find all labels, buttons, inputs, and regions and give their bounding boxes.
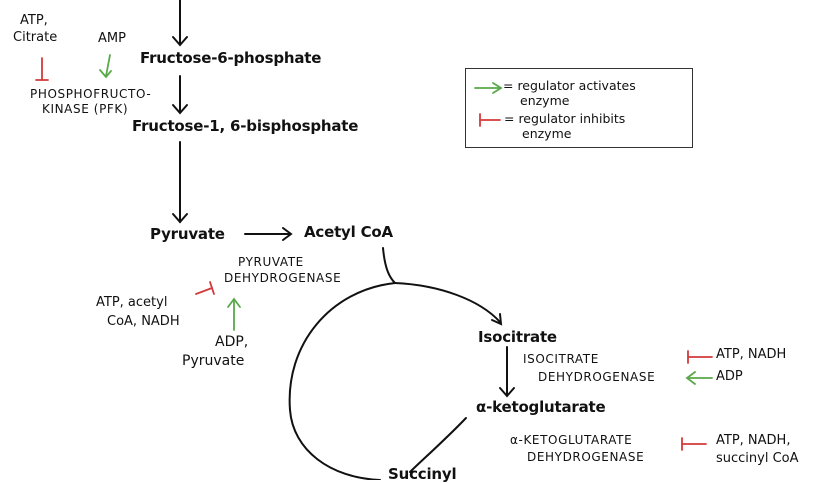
regulator-idh-inhibitors: ATP, NADH bbox=[716, 347, 787, 362]
enzyme-idh-line-1: ISOCITRATE bbox=[523, 352, 599, 366]
metabolite-acetyl-coa: Acetyl CoA bbox=[304, 223, 393, 241]
enzyme-pfk-line-2: KINASE (PFK) bbox=[42, 102, 129, 116]
pathway-arrowhead-f6p-f16bp bbox=[172, 104, 188, 115]
pathway-arrow-akg-succinyl bbox=[409, 417, 467, 473]
enzyme-pfk-line-1: PHOSPHOFRUCTO- bbox=[30, 87, 152, 101]
pathway-arrowhead-pyruvate-acetylcoa bbox=[282, 227, 293, 241]
atp-acetylcoa-nadh-inhibit-pdh-line bbox=[195, 287, 213, 295]
metabolite-isocitrate: Isocitrate bbox=[478, 328, 557, 346]
regulator-akgdh-inhibitor-line-1: ATP, NADH, bbox=[716, 433, 791, 448]
metabolite-succinyl: Succinyl bbox=[388, 465, 457, 483]
legend-activates-arrowhead bbox=[492, 82, 503, 94]
enzyme-pdh-line-1: PYRUVATE bbox=[238, 255, 304, 269]
regulator-pdh-inhibitor-line-1: ATP, acetyl bbox=[96, 295, 168, 310]
tca-cycle-arc bbox=[288, 282, 396, 480]
metabolite-pyruvate: Pyruvate bbox=[150, 225, 225, 243]
regulator-pdh-activator-line-1: ADP, bbox=[215, 334, 249, 350]
enzyme-akgdh-line-2: DEHYDROGENASE bbox=[527, 450, 645, 464]
enzyme-akgdh-line-1: α-KETOGLUTARATE bbox=[510, 433, 633, 447]
adp-pyruvate-activates-pdh-arrowhead bbox=[227, 297, 241, 308]
legend-activates-line-1: = regulator activates bbox=[503, 78, 636, 93]
cycle-entry-curve bbox=[382, 247, 501, 323]
regulator-pfk-activator: AMP bbox=[98, 31, 126, 46]
pathway-arrowhead-f16bp-pyruvate bbox=[172, 213, 188, 224]
legend-inhibits-line-1: = regulator inhibits bbox=[504, 111, 626, 126]
enzyme-idh-line-2: DEHYDROGENASE bbox=[538, 370, 656, 384]
pathway-arrowhead-isocitrate-akg bbox=[499, 387, 515, 398]
regulator-pfk-inhibitor-line-1: ATP, bbox=[20, 13, 48, 28]
adp-activates-idh-arrowhead bbox=[685, 371, 696, 385]
pathway-arrowhead-top bbox=[172, 36, 188, 47]
cycle-entry-arrowhead bbox=[491, 313, 503, 326]
legend-activates-line-2: enzyme bbox=[520, 93, 570, 108]
enzyme-pdh-line-2: DEHYDROGENASE bbox=[224, 271, 342, 285]
regulator-pdh-activator-line-2: Pyruvate bbox=[182, 353, 245, 369]
regulator-akgdh-inhibitor-line-2: succinyl CoA bbox=[716, 451, 799, 466]
regulator-pfk-inhibitor-line-2: Citrate bbox=[13, 30, 58, 45]
regulator-pdh-inhibitor-line-2: CoA, NADH bbox=[107, 314, 180, 329]
legend-box bbox=[465, 68, 693, 148]
amp-activates-pfk-arrow bbox=[105, 54, 111, 77]
regulator-idh-activator: ADP bbox=[716, 369, 743, 384]
amp-activates-pfk-arrowhead bbox=[99, 69, 112, 79]
metabolite-fructose-6-phosphate: Fructose-6-phosphate bbox=[140, 49, 322, 67]
metabolite-fructose-1-6-bisphosphate: Fructose-1, 6-bisphosphate bbox=[132, 117, 359, 135]
metabolite-alpha-ketoglutarate: α-ketoglutarate bbox=[476, 398, 606, 416]
legend-inhibits-line-2: enzyme bbox=[522, 126, 572, 141]
atp-acetylcoa-nadh-inhibit-pdh-bar bbox=[209, 281, 215, 295]
